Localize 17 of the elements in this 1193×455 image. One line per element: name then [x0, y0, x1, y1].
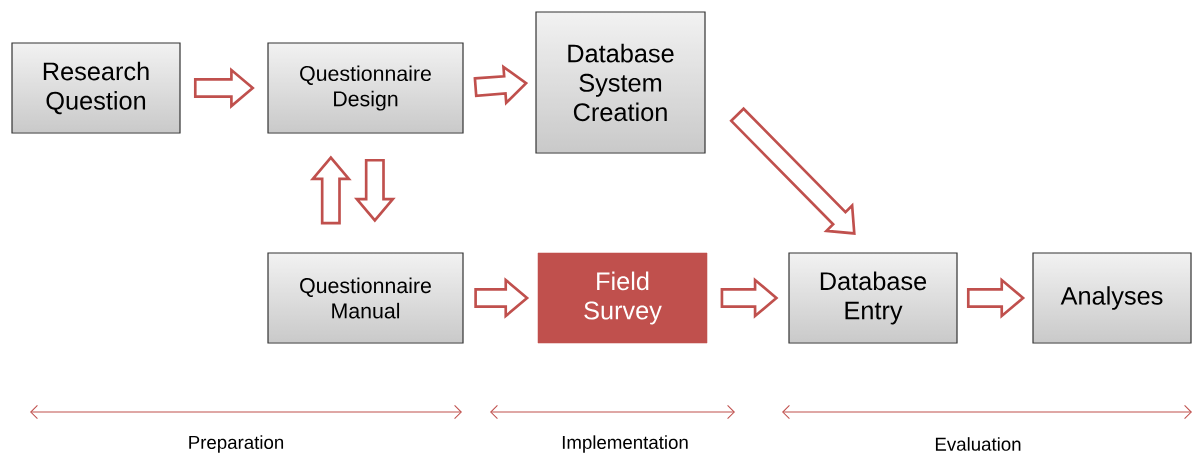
process-box: Database Entry — [788, 252, 958, 344]
phase-label: Implementation — [562, 435, 688, 453]
process-box: Field Survey — [537, 252, 708, 344]
block-arrow — [720, 277, 779, 319]
phase-label: Evaluation — [935, 437, 1021, 451]
process-box: Database System Creation — [535, 11, 706, 154]
block-arrow — [966, 277, 1026, 319]
process-box: Questionnaire Manual — [267, 252, 464, 344]
block-arrow — [474, 277, 530, 319]
phase-label: Preparation — [189, 435, 284, 453]
block-arrow — [353, 158, 396, 223]
block-arrow — [309, 155, 352, 225]
process-box: Research Question — [11, 42, 181, 134]
process-box: Questionnaire Design — [267, 42, 464, 134]
process-box: Analyses — [1032, 252, 1192, 344]
block-arrow — [473, 64, 529, 106]
block-arrow — [193, 67, 255, 109]
